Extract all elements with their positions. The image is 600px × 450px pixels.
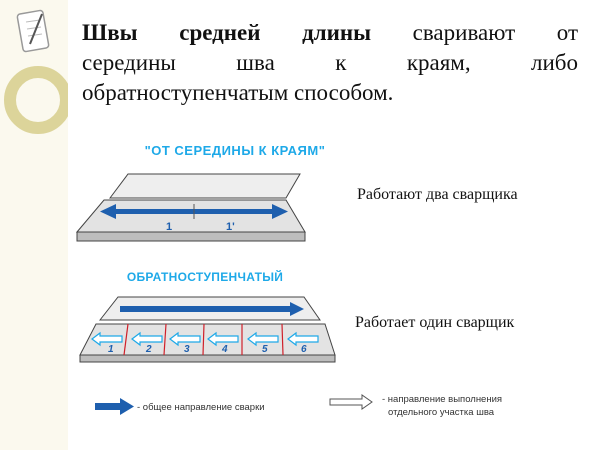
- method1-diagram: 1 1': [75, 173, 306, 242]
- legend-section-line1: - направление выполнения: [382, 394, 503, 405]
- legend-outline-arrow-icon: [329, 394, 373, 410]
- segment-label-1: 1: [108, 344, 114, 355]
- upper-plate-1: [109, 173, 301, 199]
- headline-line1: сваривают от: [371, 20, 578, 45]
- segment-label-6: 6: [301, 344, 307, 355]
- segment-label-4: 4: [221, 344, 228, 355]
- legend-section-direction: - направление выполнения отдельного учас…: [382, 393, 502, 419]
- welder-label-1: 1: [166, 221, 172, 233]
- headline-paragraph: Швы средней длины сваривают от середины …: [82, 18, 578, 108]
- two-way-arrow: [100, 204, 288, 219]
- segment-label-2: 2: [145, 344, 152, 355]
- legend-general-direction: - общее направление сварки: [137, 402, 265, 413]
- decorative-side-strip: [0, 0, 68, 450]
- legend-solid-arrow-icon: [95, 398, 134, 415]
- headline-bold: Швы средней длины: [82, 20, 372, 45]
- method1-description: Работают два сварщика: [357, 186, 518, 203]
- headline-line3: обратноступенчатым способом.: [82, 80, 394, 105]
- method2-diagram: 1 2 3 4 5 6: [79, 296, 336, 363]
- welder-label-1prime: 1': [226, 221, 235, 233]
- segment-label-5: 5: [262, 344, 268, 355]
- legend-section-line2: отдельного участка шва: [388, 407, 495, 418]
- notepad-pen-icon: [16, 9, 50, 53]
- method2-caption: ОБРАТНОСТУПЕНЧАТЫЙ: [126, 270, 284, 284]
- decorative-ring: [4, 66, 68, 134]
- headline-line2: середины шва к краям, либо: [82, 50, 578, 75]
- segment-label-3: 3: [184, 344, 190, 355]
- method1-caption: "ОТ СЕРЕДИНЫ К КРАЯМ": [144, 143, 326, 158]
- method2-description: Работает один сварщик: [355, 314, 515, 331]
